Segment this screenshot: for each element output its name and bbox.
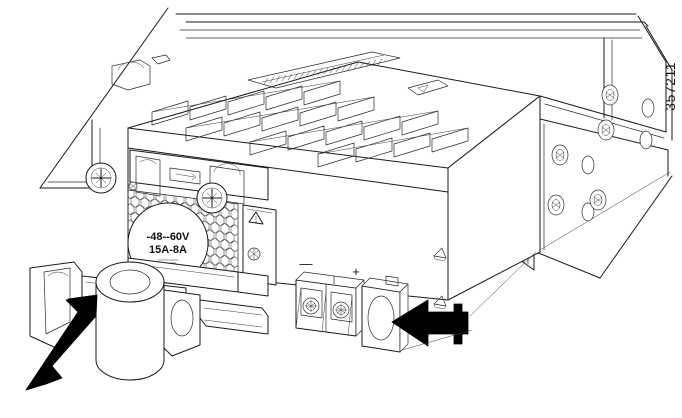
chassis-screw-icon xyxy=(601,84,619,106)
dc-terminal-block: — + xyxy=(295,256,365,337)
leader-line xyxy=(469,251,537,317)
chassis-mount-hole xyxy=(641,98,655,118)
polarity-positive-label: + xyxy=(352,264,360,279)
module-captive-screw-icon xyxy=(196,182,228,214)
rating-current-text: 15A-8A xyxy=(149,244,187,256)
warning-triangle-icon xyxy=(249,212,263,224)
leader-line xyxy=(401,329,473,351)
module-bottom-lip xyxy=(127,257,269,297)
insert-direction-arrow xyxy=(391,299,469,347)
chassis-mount-hole xyxy=(581,202,595,222)
rating-voltage-text: -48--60V xyxy=(147,231,190,243)
polarity-negative-label: — xyxy=(300,256,313,271)
module-front-panel xyxy=(129,149,269,205)
top-vent-louvers xyxy=(151,80,469,168)
chassis-screw-icon xyxy=(547,194,565,216)
figure-number: 357211 xyxy=(662,62,678,111)
module-captive-screw-icon xyxy=(85,162,117,194)
chassis-screw-icon xyxy=(597,119,615,141)
module-small-fastener-icon xyxy=(128,181,138,191)
terminal-lug-positive xyxy=(330,291,353,323)
chassis-mount-hole xyxy=(581,155,595,175)
terminal-lug-negative xyxy=(300,287,323,319)
cover-screw-icon xyxy=(247,247,261,261)
chassis-screw-icon xyxy=(551,144,569,166)
terminal-safety-cover xyxy=(242,204,277,286)
module-right-bezel xyxy=(361,275,409,353)
chassis-mounting-hardware xyxy=(547,84,655,222)
alignment-guide-tab xyxy=(433,247,447,262)
alignment-guide-tab xyxy=(433,295,447,310)
module-latch-seat xyxy=(111,54,171,91)
chassis-screw-icon xyxy=(589,189,607,211)
pull-handle xyxy=(29,261,201,381)
removal-direction-arrow xyxy=(25,294,98,391)
chassis-mount-hole xyxy=(639,130,653,150)
emi-gasket-strip xyxy=(247,51,449,96)
handle-right-tail xyxy=(199,299,269,335)
